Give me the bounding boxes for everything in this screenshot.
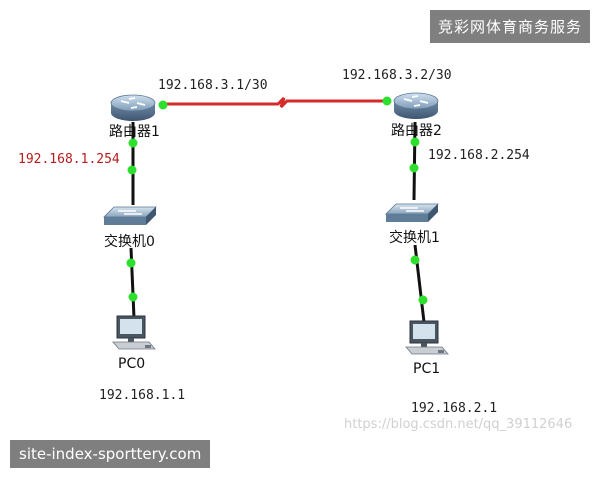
- router2-label: 路由器2: [391, 123, 442, 139]
- switch-icon: [103, 206, 157, 225]
- port-dot: [409, 163, 419, 173]
- watermark-text: https://blog.csdn.net/qq_39112646: [344, 417, 572, 432]
- router1-label: 路由器1: [109, 124, 160, 140]
- serial-link-router1-router2[interactable]: [163, 96, 388, 109]
- switch1-device[interactable]: [385, 203, 439, 222]
- port-dot: [126, 258, 136, 268]
- pc-icon: [405, 320, 449, 355]
- switch-icon: [385, 203, 439, 222]
- switch0-label: 交换机0: [104, 233, 155, 250]
- pc1-ip: 192.168.2.1: [411, 401, 497, 416]
- pc1-label: PC1: [413, 361, 440, 377]
- router2-lan-ip: 192.168.2.254: [428, 148, 530, 163]
- pc0-ip: 192.168.1.1: [99, 388, 185, 403]
- port-indicators: [126, 96, 428, 305]
- ethernet-link-router2-switch1[interactable]: [412, 121, 417, 201]
- port-dot: [128, 292, 138, 302]
- pc0-device[interactable]: [112, 315, 156, 350]
- port-dot: [128, 138, 138, 148]
- pc-icon: [112, 315, 156, 350]
- router1-lan-ip: 192.168.1.254: [18, 152, 120, 167]
- port-dot: [158, 100, 168, 110]
- switch0-device[interactable]: [103, 206, 157, 225]
- router2-device[interactable]: [393, 92, 439, 119]
- router1-serial-ip: 192.168.3.1/30: [158, 78, 268, 93]
- port-dot: [410, 255, 420, 265]
- port-dot: [410, 137, 420, 147]
- router-icon: [393, 92, 439, 119]
- ethernet-link-switch0-pc0[interactable]: [129, 247, 136, 319]
- router-icon: [110, 94, 156, 121]
- top-banner[interactable]: 竞彩网体育商务服务: [429, 10, 590, 43]
- router2-serial-ip: 192.168.3.2/30: [342, 68, 452, 83]
- bottom-banner[interactable]: site-index-sporttery.com: [10, 440, 211, 468]
- links: [129, 96, 426, 323]
- router1-device[interactable]: [110, 94, 156, 121]
- switch1-label: 交换机1: [389, 229, 440, 246]
- port-dot: [418, 295, 428, 305]
- port-dot: [382, 96, 392, 106]
- pc0-label: PC0: [118, 356, 145, 372]
- pc1-device[interactable]: [405, 320, 449, 355]
- port-dot: [127, 165, 137, 175]
